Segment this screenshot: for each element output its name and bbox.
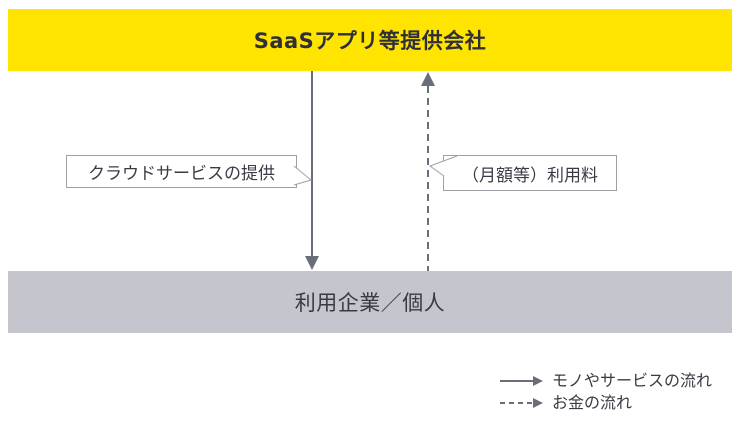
user-box-label: 利用企業／個人 xyxy=(294,291,446,315)
legend-solid-arrow-icon xyxy=(500,376,543,386)
provider-box: SaaSアプリ等提供会社 xyxy=(8,9,732,71)
fee-flow-callout-label: （月額等）利用料 xyxy=(462,165,598,186)
service-flow-callout: クラウドサービスの提供 xyxy=(66,155,297,188)
legend-item-service-flow: モノやサービスの流れ xyxy=(552,371,713,390)
fee-flow-callout: （月額等）利用料 xyxy=(443,155,617,191)
service-flow-callout-label: クラウドサービスの提供 xyxy=(88,164,275,184)
provider-box-label: SaaSアプリ等提供会社 xyxy=(253,29,487,53)
user-box: 利用企業／個人 xyxy=(8,271,732,333)
dashed-up-arrow-icon xyxy=(421,72,435,271)
legend-dashed-arrow-icon xyxy=(500,398,543,408)
solid-down-arrow-icon xyxy=(305,71,319,270)
legend-item-money-flow: お金の流れ xyxy=(552,393,633,412)
